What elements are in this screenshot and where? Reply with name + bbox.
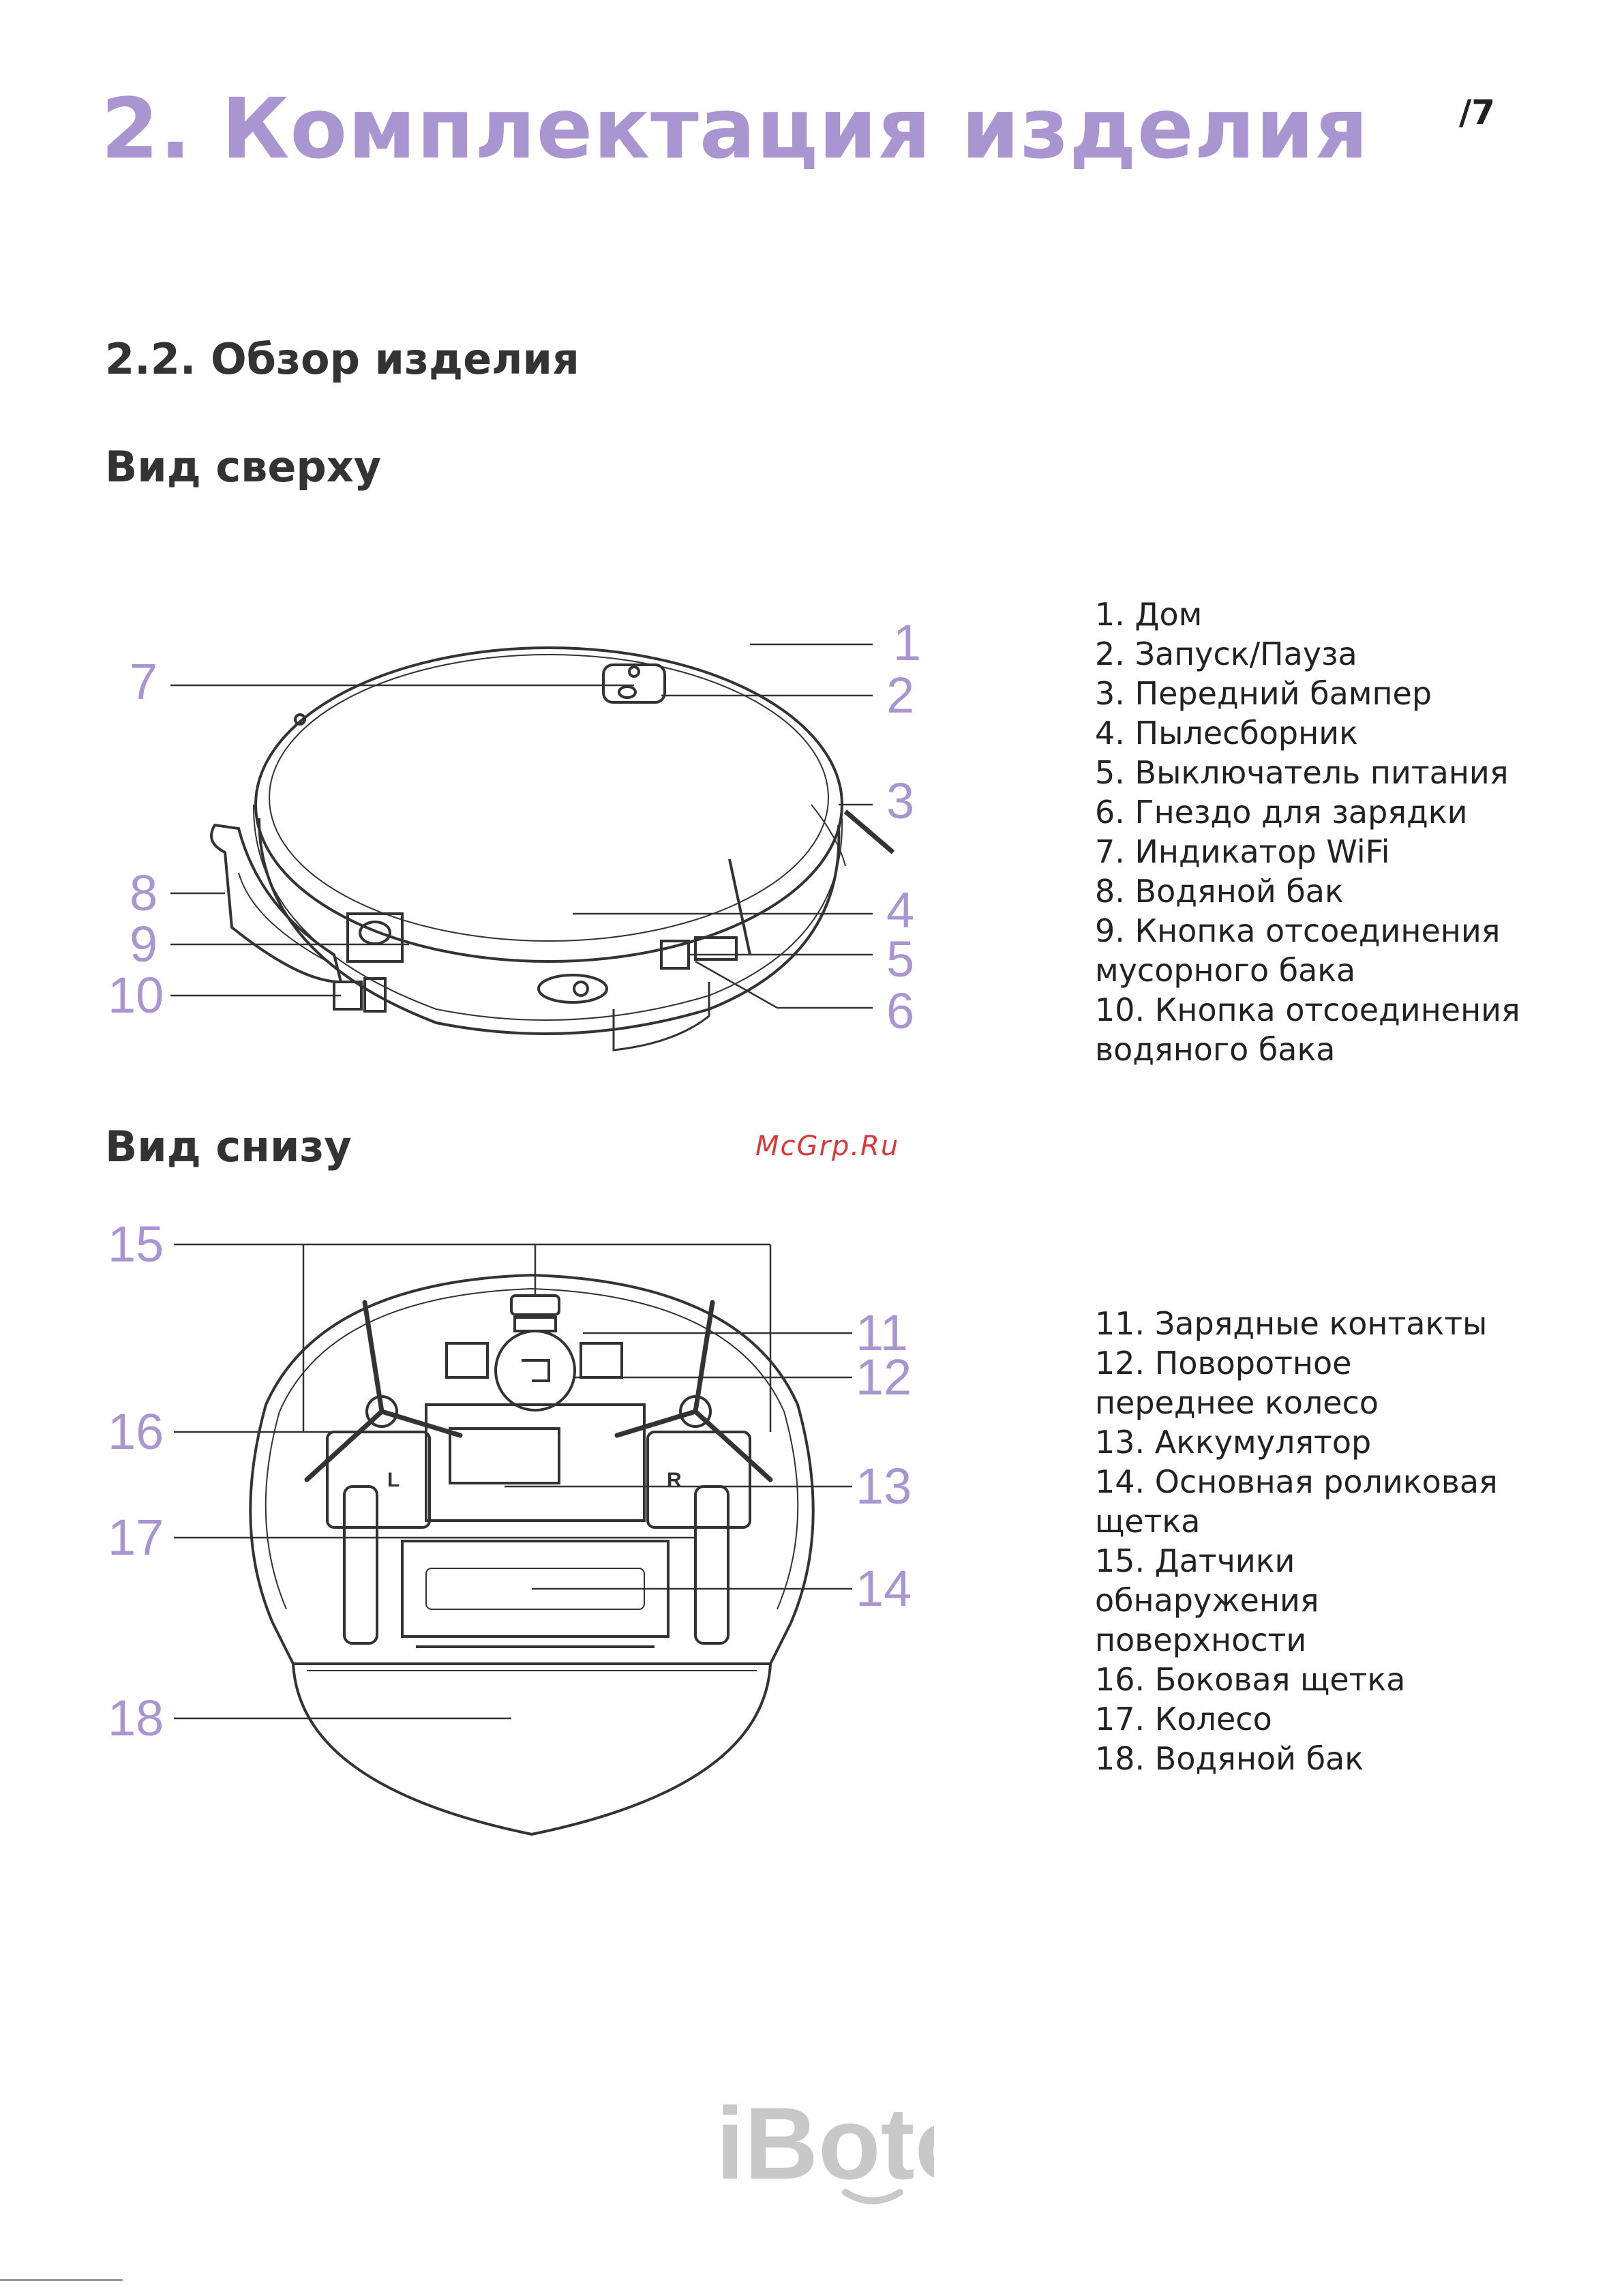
callout-18: 18 [108, 1690, 164, 1746]
legend-item: 8. Водяной бак [1095, 873, 1344, 910]
legend-item: 6. Гнездо для зарядки [1095, 794, 1468, 831]
callout-11: 11 [856, 1304, 908, 1361]
wheel-right-label: R [667, 1469, 682, 1491]
legend-item: 4. Пылесборник [1095, 715, 1358, 751]
callout-13: 13 [856, 1458, 912, 1514]
legend-item: 12. Поворотное [1095, 1345, 1352, 1382]
iboto-logo: iBoto [716, 2090, 934, 2205]
watermark: McGrp.Ru [755, 1131, 900, 1162]
callout-15: 15 [108, 1216, 164, 1272]
legend-item: 10. Кнопка отсоединения [1095, 991, 1520, 1028]
legend-item: 5. Выключатель питания [1095, 754, 1509, 791]
legend-item: 1. Дом [1095, 596, 1203, 633]
callout-12: 12 [856, 1349, 912, 1405]
top-view-legend: 1. Дом 2. Запуск/Пауза 3. Передний бампе… [1095, 595, 1520, 1069]
wheel-left-label: L [387, 1469, 400, 1491]
callout-9: 9 [130, 916, 157, 972]
callout-10: 10 [108, 967, 164, 1024]
section-title: 2.2. Обзор изделия [105, 334, 580, 384]
bottom-view-diagram: L R 15 11 12 16 13 17 14 18 [108, 1216, 912, 1836]
bottom-view-title: Вид снизу [105, 1122, 352, 1171]
callout-1: 1 [893, 614, 921, 671]
legend-item: 9. Кнопка отсоединения [1095, 912, 1501, 949]
legend-item: 13. Аккумулятор [1095, 1424, 1372, 1461]
legend-item: 18. Водяной бак [1095, 1740, 1364, 1777]
callout-2: 2 [886, 667, 914, 723]
callout-7: 7 [130, 653, 157, 710]
callout-8: 8 [130, 865, 157, 921]
legend-item: 11. Зарядные контакты [1095, 1305, 1488, 1342]
callout-14: 14 [856, 1560, 912, 1617]
legend-item: 15. Датчики [1095, 1542, 1295, 1579]
legend-item: 17. Колесо [1095, 1701, 1272, 1737]
page-title: 2. Комплектация изделия [101, 80, 1369, 177]
callout-3: 3 [886, 773, 914, 829]
bottom-divider [0, 2279, 123, 2281]
top-view-title: Вид сверху [105, 442, 382, 492]
legend-item: переднее колесо [1095, 1384, 1379, 1421]
legend-item: мусорного бака [1095, 952, 1356, 989]
legend-item: 16. Боковая щетка [1095, 1661, 1406, 1698]
callout-4: 4 [886, 882, 914, 938]
callout-6: 6 [886, 983, 914, 1039]
legend-item: 3. Передний бампер [1095, 675, 1432, 712]
logo-text: iBoto [716, 2090, 934, 2200]
legend-item: поверхности [1095, 1622, 1307, 1658]
callout-5: 5 [886, 931, 914, 987]
top-view-diagram: 7 1 2 3 8 4 9 5 10 6 [108, 614, 921, 1051]
legend-item: 7. Индикатор WiFi [1095, 833, 1390, 870]
callout-17: 17 [108, 1509, 164, 1566]
legend-item: 14. Основная роликовая [1095, 1463, 1498, 1500]
legend-item: водяного бака [1095, 1031, 1336, 1068]
page-number: /7 [1459, 93, 1496, 132]
legend-item: обнаружения [1095, 1582, 1319, 1619]
legend-item: 2. Запуск/Пауза [1095, 636, 1357, 672]
bottom-view-legend: 11. Зарядные контакты 12. Поворотное пер… [1095, 1304, 1498, 1778]
legend-item: щетка [1095, 1503, 1201, 1540]
callout-16: 16 [108, 1403, 164, 1460]
